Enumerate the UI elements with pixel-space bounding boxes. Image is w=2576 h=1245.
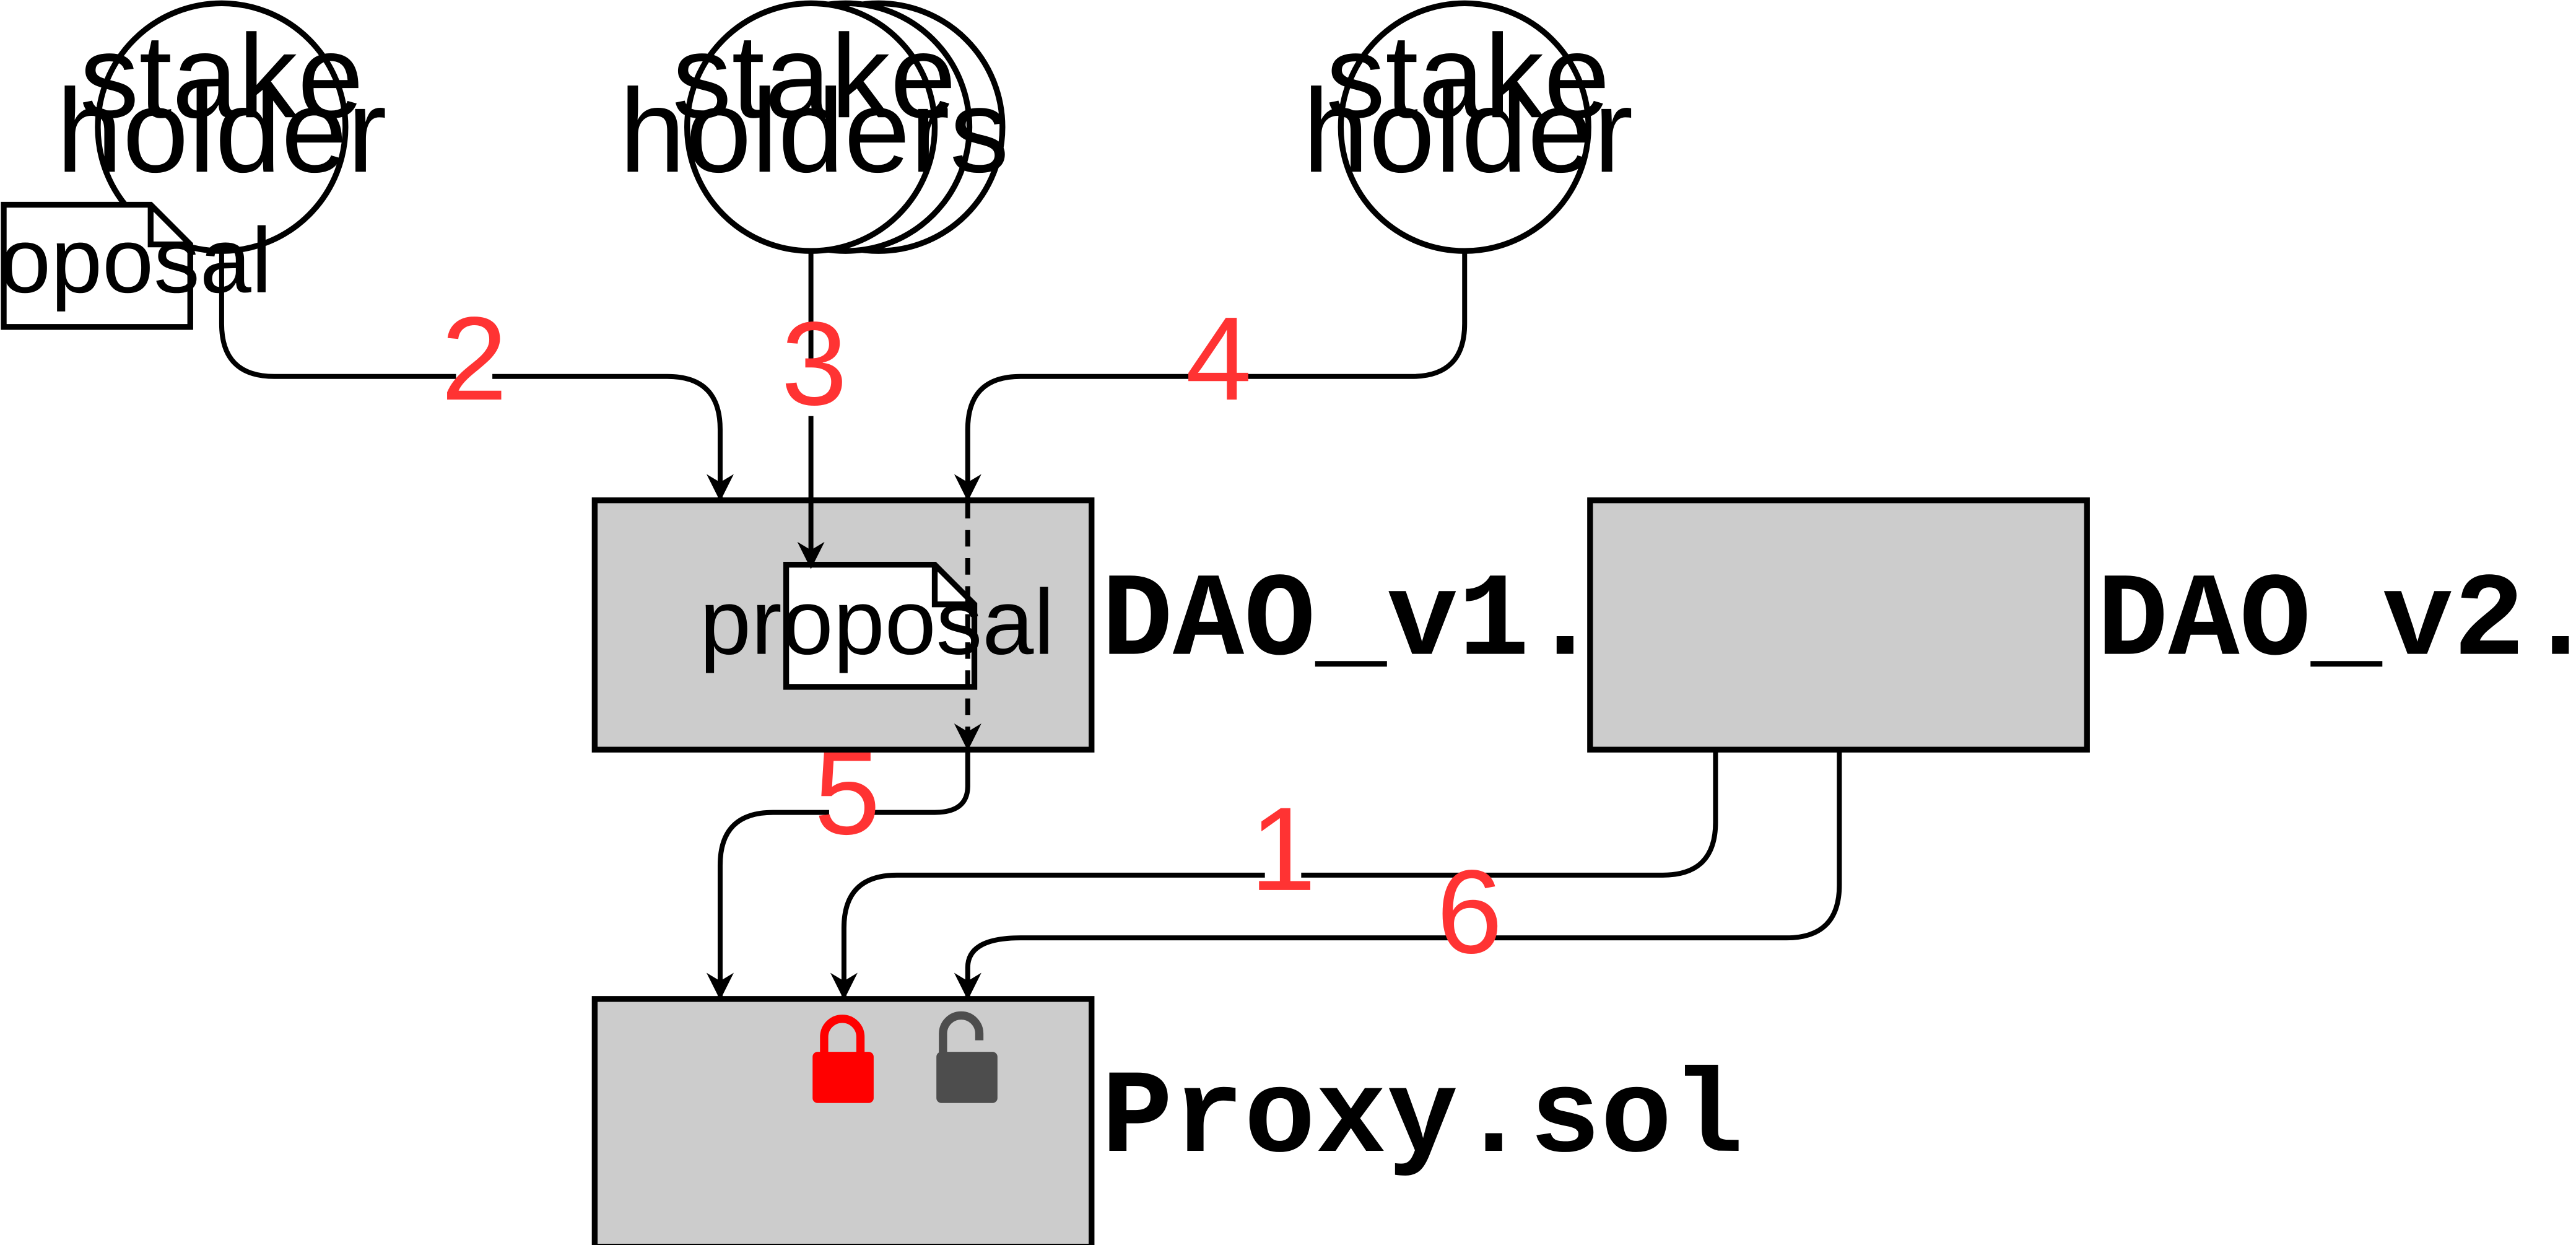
contract-proxy-label: Proxy.sol: [1102, 1052, 1744, 1187]
edge-label-4-text: 4: [1186, 292, 1252, 425]
proposal-document-inside: proposal: [700, 562, 1055, 690]
edge-label-1-text: 1: [1250, 782, 1316, 915]
contract-proxy-box: [591, 996, 1095, 1245]
edge-5-line: [706, 748, 970, 1000]
stakeholder-left-line2: holder: [56, 64, 387, 197]
edge-label-2: 2: [441, 292, 507, 425]
stakeholder-right-line2: holder: [1303, 64, 1634, 197]
stakeholder-right: stake holder: [1303, 0, 1634, 254]
contract-dao-v2: DAO_v2.sol: [1587, 497, 2576, 753]
stakeholder-stack-front: [684, 0, 938, 254]
edge-label-3-text: 3: [781, 297, 848, 430]
edge-label-4: 4: [1186, 292, 1252, 425]
document-icon: [1, 201, 193, 330]
lock-closed-icon: [812, 1015, 874, 1103]
lock-open-icon: [936, 1011, 998, 1103]
edge-label-6-text: 6: [1437, 845, 1503, 978]
stakeholder-left: stake holder: [56, 0, 387, 254]
edge-6-line: [954, 749, 1842, 1000]
document-icon: [783, 562, 978, 690]
stakeholder-left-line1: stake: [80, 9, 364, 142]
contract-dao-v2-label: DAO_v2.sol: [2097, 555, 2576, 690]
edge-label-1: 1: [1250, 782, 1316, 915]
edge-label-3: 3: [781, 297, 848, 430]
contract-dao-v2-box: [1587, 497, 2090, 753]
contract-proxy: Proxy.sol: [591, 996, 1744, 1245]
proposal-left-label: proposal: [0, 209, 272, 312]
proposal-inside-label: proposal: [700, 570, 1055, 674]
stakeholder-right-line1: stake: [1326, 9, 1610, 142]
stakeholders-group: stake holders: [619, 0, 1009, 254]
stakeholders-line2: holders: [619, 64, 1009, 197]
proposal-document-left: proposal: [0, 201, 272, 330]
edge-label-6: 6: [1437, 845, 1503, 978]
stakeholders-line1: stake: [672, 9, 957, 142]
edge-label-2-text: 2: [441, 292, 507, 425]
